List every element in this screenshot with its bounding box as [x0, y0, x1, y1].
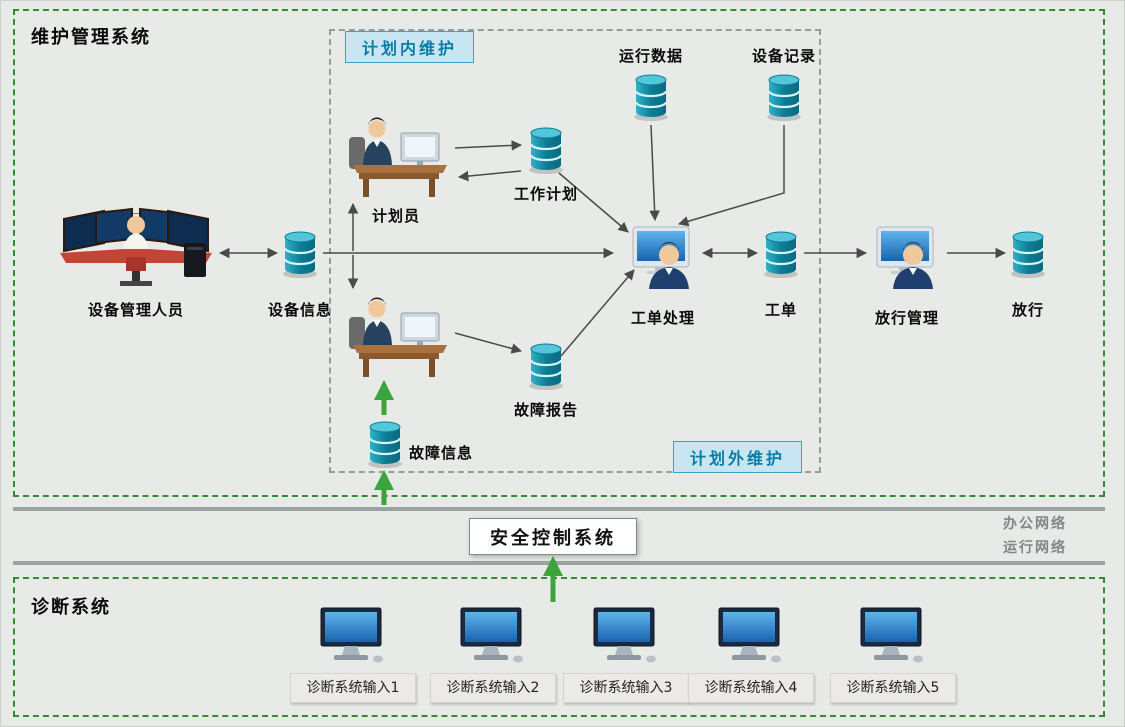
diagnosis-input-4-chip: 诊断系统输入4 — [688, 673, 814, 703]
equipment-manager-node: 设备管理人员 — [46, 191, 226, 320]
database-icon — [762, 229, 800, 283]
planned-maintenance-label: 计划内维护 — [345, 31, 475, 63]
planner-desk-icon — [339, 113, 454, 203]
operating-data-label: 运行数据 — [618, 47, 683, 65]
fault-report-label: 故障报告 — [513, 401, 578, 419]
unplanned-maintenance-label: 计划外维护 — [673, 441, 803, 473]
database-icon — [765, 72, 803, 126]
diagnosis-input-5-node — [858, 607, 928, 669]
work-order-processing-label: 工单处理 — [630, 309, 695, 327]
diagnosis-input-3-chip: 诊断系统输入3 — [563, 673, 689, 703]
diagnosis-input-2-node — [458, 607, 528, 669]
operating-data-node: 运行数据 — [606, 45, 696, 126]
monitor-icon — [318, 607, 388, 669]
work-order-processing-node: 工单处理 — [619, 225, 707, 328]
work-plan-node: 工作计划 — [501, 125, 591, 204]
database-icon — [527, 125, 565, 179]
equipment-manager-label: 设备管理人员 — [87, 301, 184, 319]
maintenance-zone-box — [329, 29, 821, 473]
workstation-icon — [56, 191, 216, 297]
work-order-node: 工单 — [749, 229, 813, 320]
monitor-icon — [591, 607, 661, 669]
office-network-line — [13, 507, 1105, 511]
release-management-node: 放行管理 — [863, 225, 951, 328]
diagnosis-input-1-node — [318, 607, 388, 669]
monitor-icon — [458, 607, 528, 669]
fault-info-node — [363, 419, 407, 473]
database-icon — [1009, 229, 1047, 283]
work-order-label: 工单 — [764, 301, 797, 319]
equipment-info-label: 设备信息 — [267, 301, 332, 319]
diagnosis-system-title: 诊断系统 — [31, 597, 111, 618]
fault-report-node: 故障报告 — [501, 341, 591, 420]
diagnosis-input-1-chip: 诊断系统输入1 — [290, 673, 416, 703]
diagnosis-input-3-node — [591, 607, 661, 669]
operator-monitor-icon — [627, 225, 699, 293]
diagnosis-input-4-node — [716, 607, 786, 669]
diagnosis-system-box: 诊断系统 — [13, 577, 1105, 717]
equipment-info-node: 设备信息 — [255, 229, 345, 320]
maintenance-system-box: 维护管理系统 — [13, 9, 1105, 497]
work-plan-label: 工作计划 — [513, 185, 578, 203]
planner-node: 计划员 — [336, 113, 456, 226]
office-network-label: 办公网络 — [1003, 516, 1067, 532]
release-management-label: 放行管理 — [874, 309, 939, 327]
monitor-icon — [716, 607, 786, 669]
database-icon — [632, 72, 670, 126]
diagnosis-input-2-chip: 诊断系统输入2 — [430, 673, 556, 703]
database-icon — [527, 341, 565, 395]
security-control-system-box: 安全控制系统 — [469, 518, 637, 555]
release-label: 放行 — [1011, 301, 1044, 319]
release-node: 放行 — [996, 229, 1060, 320]
operation-network-label: 运行网络 — [1003, 540, 1067, 556]
fault-operator-desk-icon — [339, 293, 454, 383]
fault-operator-node — [336, 293, 456, 383]
maintenance-system-title: 维护管理系统 — [31, 27, 151, 48]
equipment-record-node: 设备记录 — [739, 45, 829, 126]
monitor-icon — [858, 607, 928, 669]
database-icon — [366, 419, 404, 473]
diagnosis-input-5-chip: 诊断系统输入5 — [830, 673, 956, 703]
fault-info-label: 故障信息 — [409, 444, 474, 462]
equipment-record-label: 设备记录 — [751, 47, 816, 65]
database-icon — [281, 229, 319, 283]
operation-network-line — [13, 561, 1105, 565]
operator-monitor-icon — [871, 225, 943, 293]
planner-label: 计划员 — [371, 207, 420, 225]
